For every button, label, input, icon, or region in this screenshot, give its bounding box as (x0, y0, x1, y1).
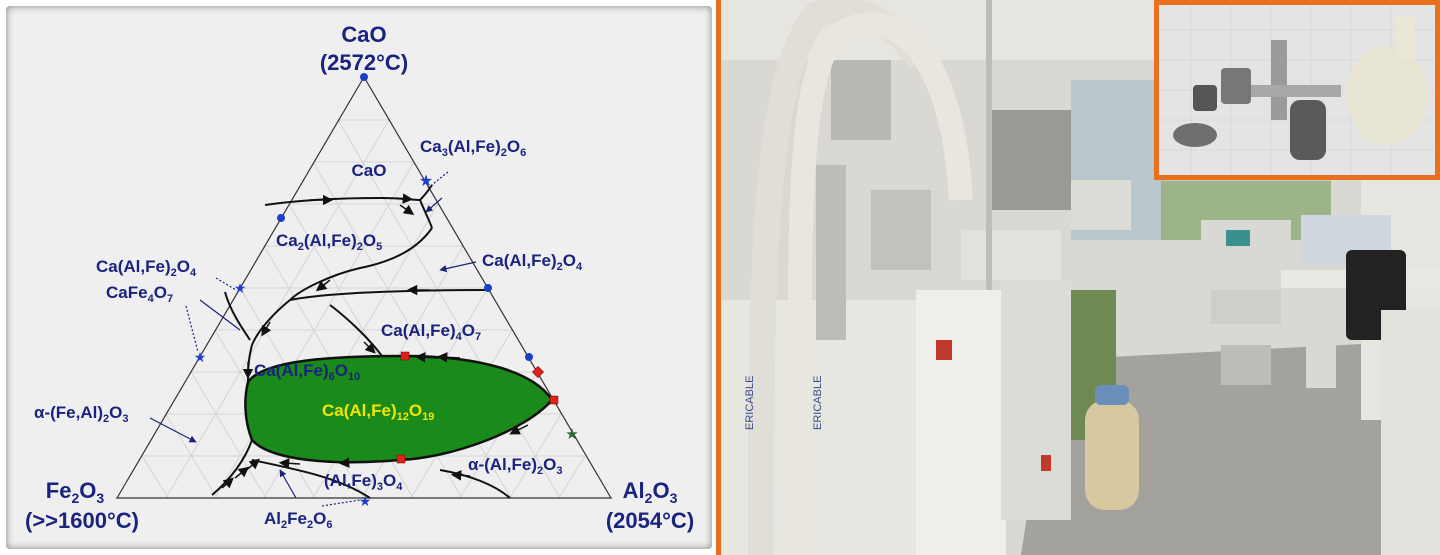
hose-label-2: ERICABLE (812, 376, 824, 430)
apex-right-formula: Al2O3 (623, 478, 678, 506)
small-crucible (1193, 85, 1217, 111)
apex-left-temp: (>>1600°C) (25, 508, 139, 533)
compound-markers-stars: ★ ★ ★ ★ ★ (194, 173, 579, 509)
svg-text:★: ★ (565, 426, 578, 443)
label-ca3-al-fe-2-o6: Ca3(Al,Fe)2O6 (420, 137, 526, 159)
apex-labels: CaO (2572°C) Fe2O3 (>>1600°C) Al2O3 (205… (25, 22, 694, 533)
label-ca2-al-fe-2-o5: Ca2(Al,Fe)2O5 (276, 231, 382, 253)
compound-markers-blue (277, 73, 533, 361)
furnace-cabinet-middle (916, 290, 1006, 555)
ternary-phase-diagram: ★ ★ ★ ★ ★ CaO (2572°C) Fe2O3 (>>1600°C) … (25, 22, 694, 533)
furnace-cabinet-right (1001, 280, 1071, 520)
compound-markers-red (396, 351, 559, 464)
insulated-hose-2 (787, 12, 973, 555)
metal-tube (1271, 40, 1287, 120)
medium-crucible (1221, 68, 1251, 104)
inset-crucible-photo (1154, 0, 1440, 180)
liquid-nitrogen-dewar (1085, 400, 1139, 510)
label-cao: CaO (352, 161, 387, 180)
pump-assembly (991, 110, 1071, 210)
hose-label-1: ERICABLE (744, 376, 756, 430)
apex-left-formula: Fe2O3 (46, 478, 105, 506)
label-ca-al-fe-6-o10: Ca(Al,Fe)6O10 (254, 361, 360, 383)
label-al-fe-3-o4: (Al,Fe)3O4 (324, 471, 403, 493)
label-al2fe2o6: Al2Fe2O6 (264, 509, 332, 531)
phase-labels: CaO Ca3(Al,Fe)2O6 Ca2(Al,Fe)2O5 Ca(Al,Fe… (34, 137, 583, 531)
svg-text:★: ★ (194, 349, 207, 365)
svg-text:★: ★ (359, 493, 372, 509)
ceramic-vessel (1347, 45, 1427, 145)
apex-top-temp: (2572°C) (320, 50, 408, 75)
laboratory-photo: ERICABLE ERICABLE (721, 0, 1440, 555)
apex-right-temp: (2054°C) (606, 508, 694, 533)
label-ca-al-fe-2-o4-right: Ca(Al,Fe)2O4 (482, 251, 583, 273)
vacuum-chamber (831, 60, 891, 140)
phase-boundaries (211, 184, 511, 499)
panel-divider (716, 0, 721, 555)
apex-top-formula: CaO (341, 22, 386, 47)
label-alpha-al-fe-2-o3: α-(Al,Fe)2O3 (468, 455, 562, 477)
label-cafe4o7: CaFe4O7 (106, 283, 173, 305)
instrument-right (1381, 310, 1440, 555)
label-ca-al-fe-2-o4-left: Ca(Al,Fe)2O4 (96, 257, 197, 279)
label-ca-al-fe-4-o7: Ca(Al,Fe)4O7 (381, 321, 481, 343)
svg-text:★: ★ (234, 280, 247, 296)
lab-scene: ERICABLE ERICABLE (721, 0, 1440, 555)
large-crucible (1290, 100, 1326, 160)
boundary-direction-arrows (221, 193, 529, 489)
label-ca-al-fe-12-o19: Ca(Al,Fe)12O19 (322, 401, 434, 423)
phase-diagram-panel: ★ ★ ★ ★ ★ CaO (2572°C) Fe2O3 (>>1600°C) … (0, 0, 718, 555)
svg-text:★: ★ (419, 173, 433, 190)
label-pointers (149, 171, 477, 507)
crucible-lid (1173, 123, 1217, 147)
label-alpha-fe-al-2-o3: α-(Fe,Al)2O3 (34, 403, 128, 425)
